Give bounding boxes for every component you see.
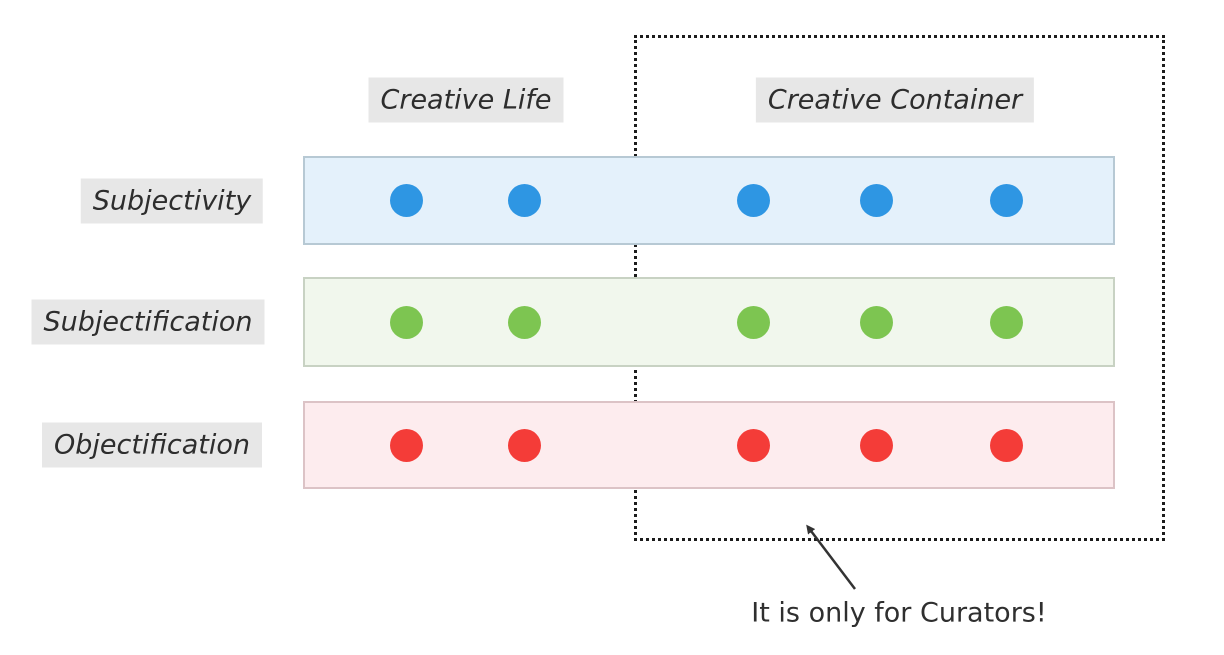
- dot: [389, 305, 423, 339]
- dot: [859, 428, 893, 462]
- band-subjectification: [303, 277, 1115, 367]
- dot: [859, 305, 893, 339]
- band-objectification: [303, 401, 1115, 489]
- row-label-subjectivity: Subjectivity: [80, 178, 264, 224]
- dot: [989, 305, 1023, 339]
- dot: [736, 305, 770, 339]
- dot: [389, 184, 423, 217]
- dot: [989, 184, 1023, 217]
- dot: [507, 428, 541, 462]
- column-header-creative-life: Creative Life: [368, 77, 564, 123]
- row-label-subjectification: Subjectification: [31, 299, 265, 345]
- dot: [989, 428, 1023, 462]
- dot: [736, 184, 770, 217]
- dot: [859, 184, 893, 217]
- row-label-objectification: Objectification: [42, 422, 262, 468]
- dot: [507, 305, 541, 339]
- column-header-creative-container: Creative Container: [755, 77, 1035, 123]
- annotation-text: It is only for Curators!: [751, 597, 1047, 629]
- dot: [389, 428, 423, 462]
- dot: [736, 428, 770, 462]
- band-subjectivity: [303, 156, 1115, 245]
- dot: [507, 184, 541, 217]
